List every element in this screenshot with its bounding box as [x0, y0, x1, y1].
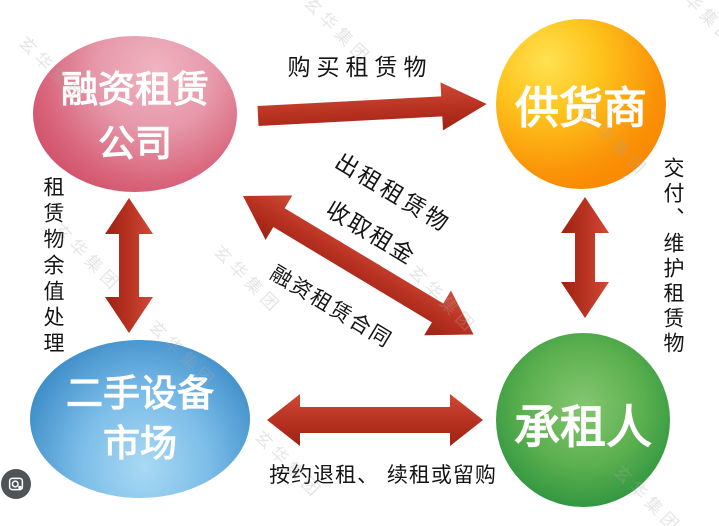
node-secondhand-market-line2: 市场: [103, 422, 177, 465]
node-supplier-label: 供货商: [515, 83, 647, 134]
node-lessee: 承租人: [496, 333, 670, 507]
node-secondhand-market: 二手设备 市场: [30, 340, 250, 498]
label-return-renew-purchase: 按约退租、 续租或留购: [269, 463, 497, 487]
node-secondhand-market-line1: 二手设备: [66, 372, 214, 415]
label-residual-value-disposal: 租赁物余值处理: [41, 176, 65, 358]
google-lens-icon: [8, 477, 24, 491]
arrow-residual-value: [105, 198, 153, 333]
node-leasing-company-line1: 融资租赁: [61, 68, 209, 111]
arrow-return-renew: [267, 394, 483, 446]
google-lens-button[interactable]: [1, 469, 31, 499]
arrow-lease-contract: [243, 195, 474, 336]
node-supplier: 供货商: [496, 19, 666, 189]
label-buy-leased-asset: 购买租赁物: [287, 55, 433, 81]
arrow-buy-leased-asset: [257, 82, 487, 131]
node-leasing-company-line2: 公司: [98, 122, 172, 165]
node-lessee-label: 承租人: [514, 400, 652, 454]
arrow-deliver-maintain: [561, 197, 609, 318]
node-leasing-company: 融资租赁 公司: [33, 36, 237, 192]
label-deliver-maintain: 交付、维护租赁物: [661, 157, 685, 357]
